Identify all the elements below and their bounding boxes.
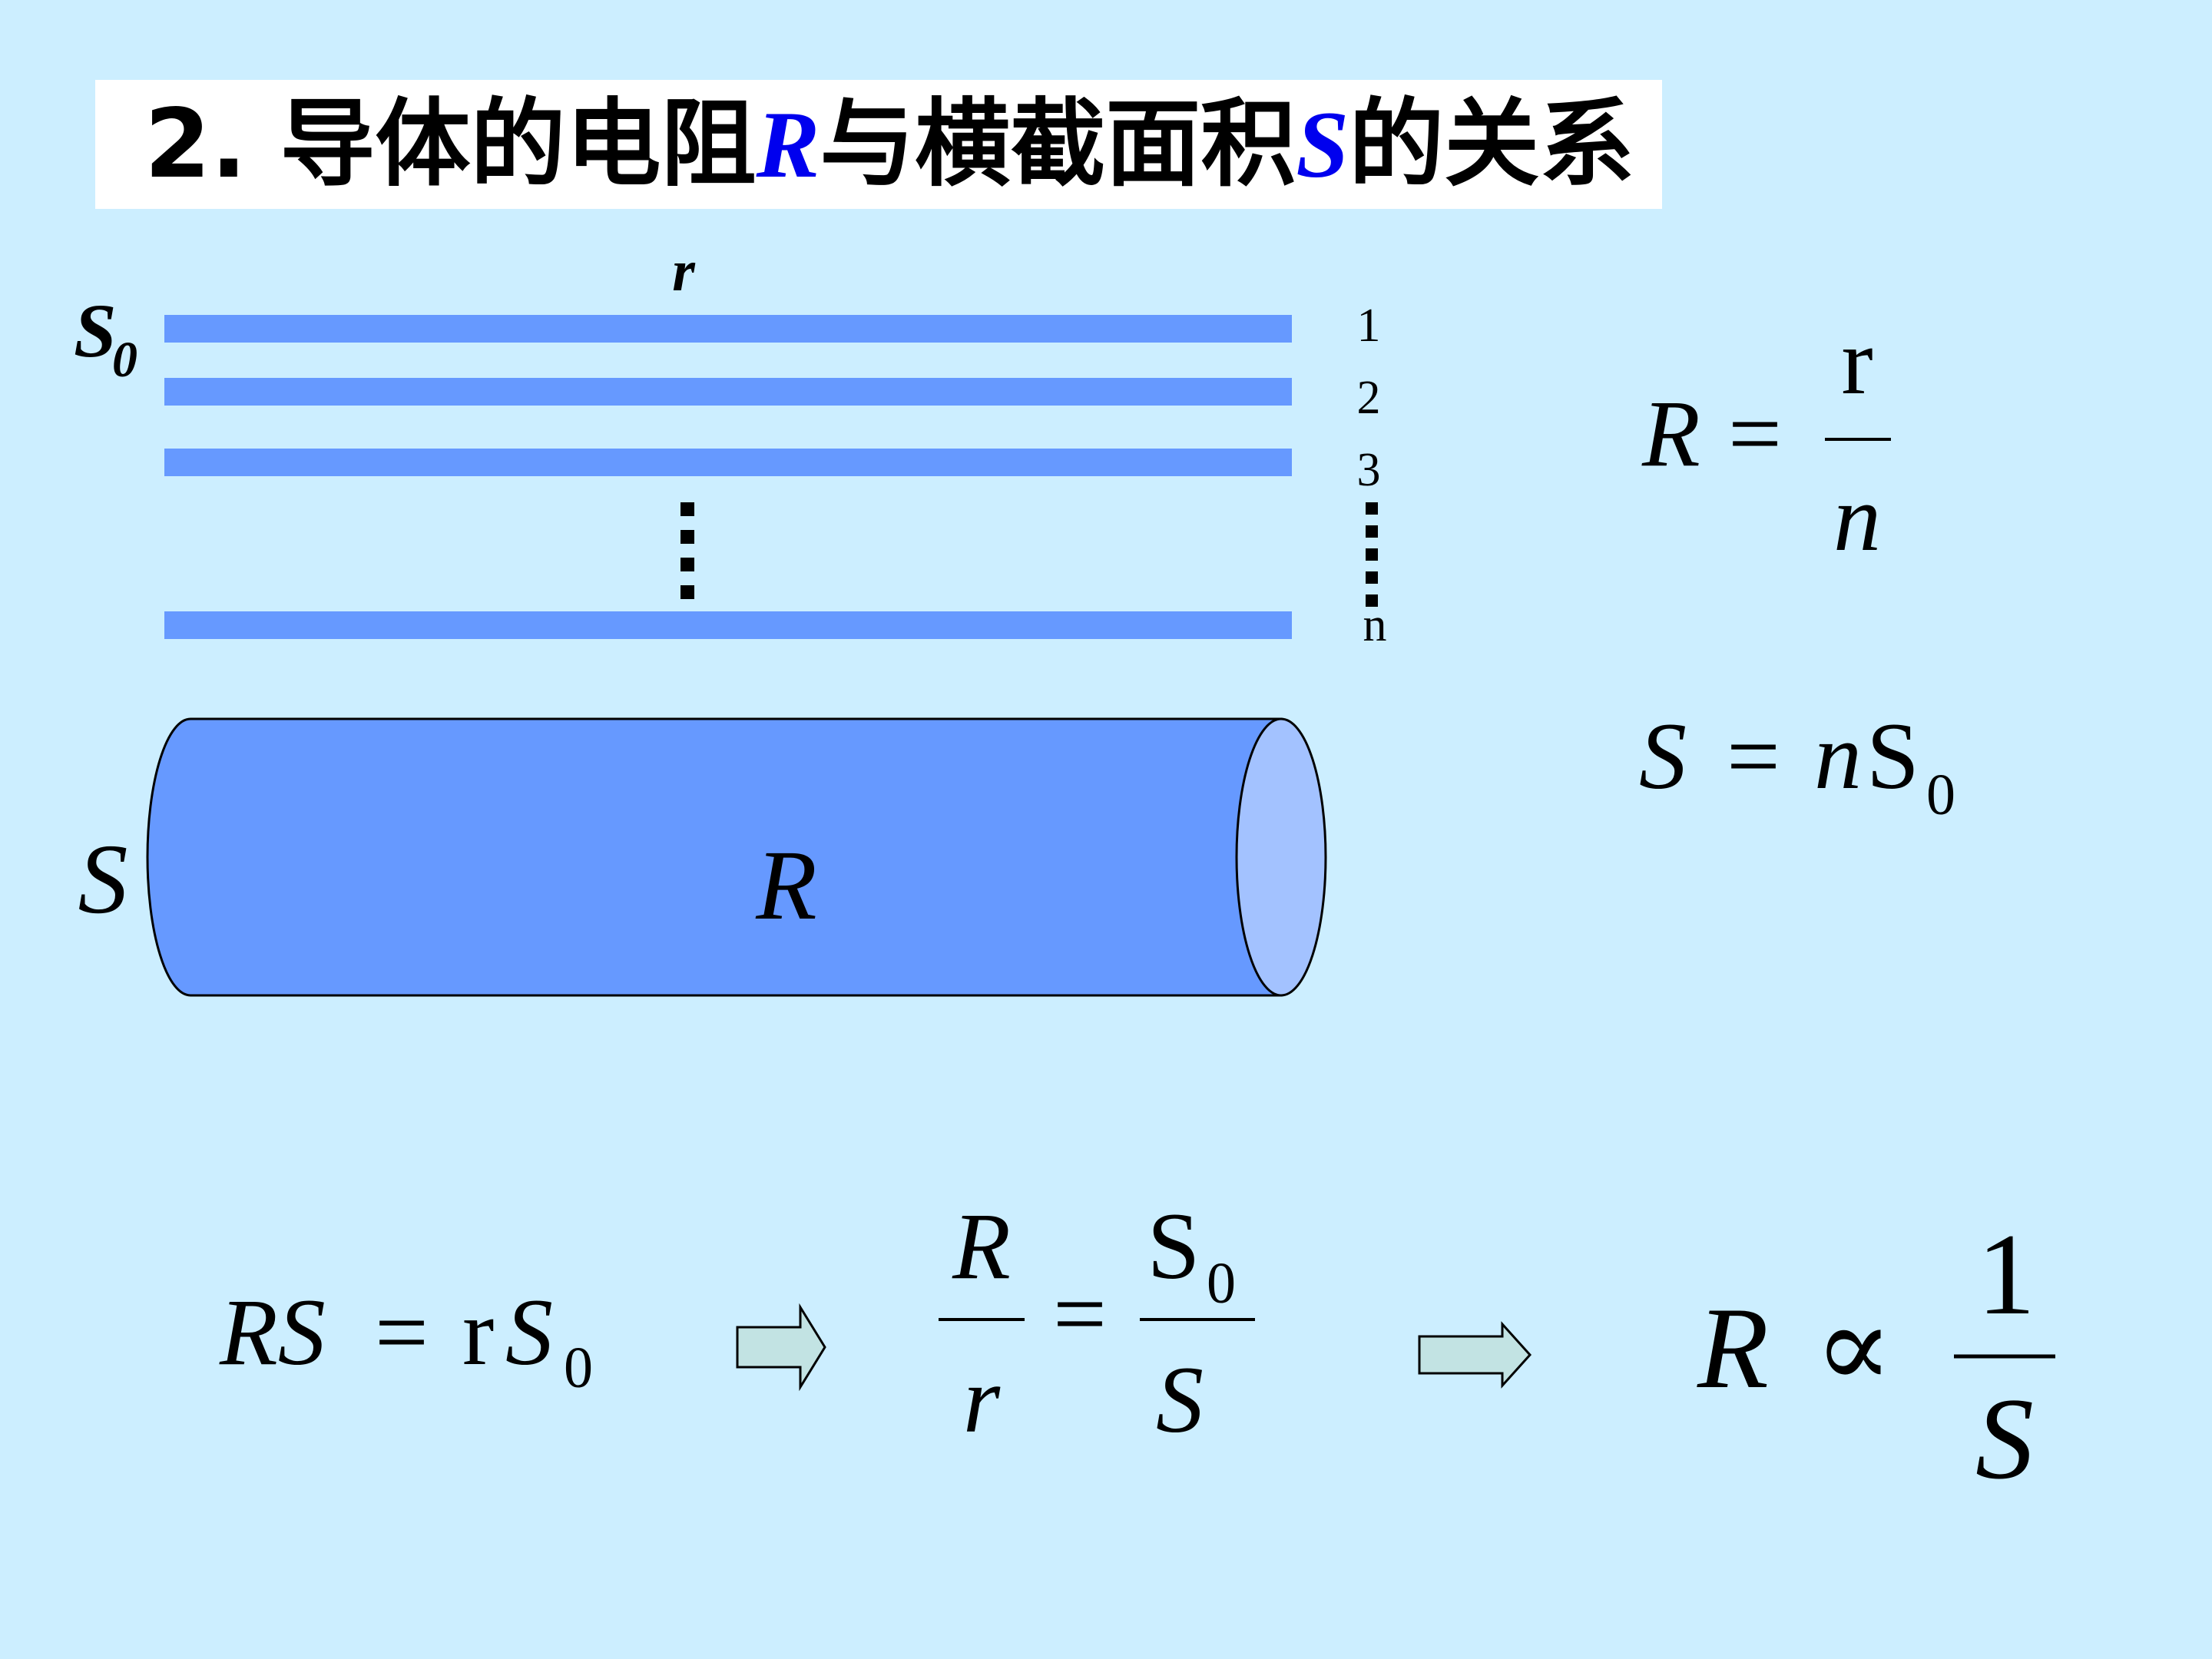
f4-denominator-left: r [963, 1347, 1001, 1452]
cylinder-resistance-label: R [755, 830, 816, 941]
formula-rs-equals-r-s0: RS = r S 0 [219, 1280, 593, 1400]
vertical-ellipsis-middle [680, 502, 694, 599]
f1-equals: = [1728, 381, 1782, 486]
f2-s: S [1866, 704, 1919, 809]
formula-s-equals-n-s0: S = n S 0 [1639, 704, 1955, 827]
conductor-strip-n [164, 611, 1292, 639]
strip-number-n: n [1363, 599, 1387, 651]
cylinder-end-face [1235, 717, 1327, 997]
title-middle: 与横截面积 [820, 89, 1296, 200]
f4-denominator-right: S [1156, 1347, 1204, 1452]
f2-coefficient: n [1814, 704, 1862, 809]
title-suffix: 的关系 [1349, 89, 1635, 200]
f1-denominator: n [1833, 465, 1881, 571]
strip-area-label: S [74, 288, 117, 373]
f2-subscript: 0 [1926, 763, 1955, 827]
strip-number-3: 3 [1357, 444, 1381, 496]
f4-numerator-subscript: 0 [1207, 1251, 1236, 1316]
f4-numerator-left: R [952, 1194, 1011, 1299]
title-var-s: S [1296, 92, 1349, 197]
conductor-strip-1 [164, 315, 1292, 343]
title-prefix: 2. 导体的电阻 [144, 89, 757, 200]
formula-ratio: R r = S 0 S [939, 1194, 1255, 1452]
f2-equals: = [1727, 704, 1780, 809]
strips-diagram: r S 0 1 2 3 n [74, 239, 1387, 651]
f3-s: S [505, 1280, 553, 1385]
formula-r-equals-r-over-n: R = r n [1641, 309, 1891, 571]
strip-number-1: 1 [1357, 300, 1381, 352]
f4-equals: = [1053, 1261, 1107, 1366]
f3-r: r [462, 1280, 494, 1385]
f4-numerator-right: S [1147, 1194, 1200, 1299]
f5-numerator: 1 [1977, 1210, 2035, 1339]
conductor-strip-3 [164, 449, 1292, 476]
f5-proportional-symbol: ∝ [1814, 1283, 1893, 1412]
f1-numerator: r [1841, 309, 1873, 414]
cylinder-area-label: S [78, 824, 128, 935]
f3-subscript: 0 [564, 1336, 593, 1400]
implies-arrow-icon-2 [1418, 1321, 1532, 1389]
cylinder-conductor: S R [78, 717, 1327, 997]
cylinder-body [146, 717, 1283, 997]
f3-lhs: RS [219, 1280, 326, 1385]
f3-equals: = [375, 1280, 429, 1385]
page-title: 2. 导体的电阻R与横截面积S的关系 [144, 80, 1634, 209]
f5-denominator: S [1975, 1374, 2034, 1503]
formula-proportional: R ∝ 1 S [1697, 1210, 2055, 1503]
f2-lhs: S [1639, 704, 1687, 809]
vertical-ellipsis-right [1366, 502, 1378, 607]
strip-area-subscript: 0 [112, 332, 137, 388]
conductor-strip-2 [164, 378, 1292, 406]
strip-number-2: 2 [1357, 372, 1381, 424]
title-var-r: R [756, 92, 820, 197]
strip-length-label: r [672, 239, 696, 303]
f5-lhs: R [1697, 1283, 1769, 1412]
f1-lhs: R [1641, 381, 1700, 486]
title-background [95, 80, 1662, 209]
implies-arrow-icon [736, 1303, 826, 1392]
